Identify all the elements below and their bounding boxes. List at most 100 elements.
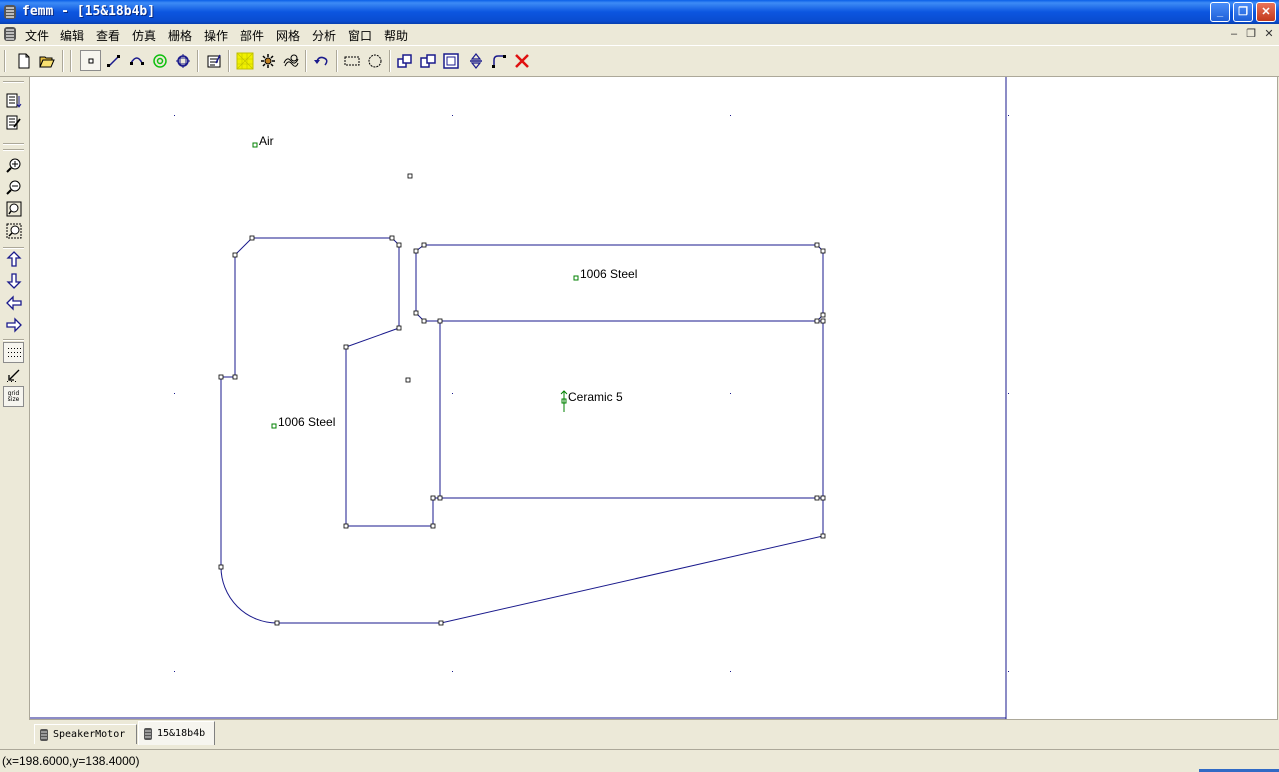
- run-analysis-button[interactable]: [257, 50, 278, 71]
- open-folder-button[interactable]: [36, 50, 57, 71]
- geometry-node[interactable]: [820, 533, 826, 539]
- arc-mode-button[interactable]: [126, 50, 147, 71]
- menu-grid[interactable]: 栅格: [168, 29, 193, 43]
- geometry-node[interactable]: [232, 252, 238, 258]
- menu-properties[interactable]: 部件: [240, 29, 265, 43]
- geometry-node[interactable]: [820, 312, 826, 318]
- geometry-node[interactable]: [405, 377, 411, 383]
- move-button[interactable]: [465, 50, 486, 71]
- geometry-node[interactable]: [274, 620, 280, 626]
- title-bar[interactable]: femm - [15&18b4b] _ ❐ ✕: [0, 0, 1279, 24]
- geometry-node[interactable]: [396, 242, 402, 248]
- geometry-node[interactable]: [218, 564, 224, 570]
- geometry-node[interactable]: [430, 495, 436, 501]
- minimize-button[interactable]: _: [1210, 2, 1230, 22]
- outer-outline-segment[interactable]: [220, 376, 824, 624]
- select-circle-button[interactable]: [364, 50, 385, 71]
- geometry-node[interactable]: [430, 523, 436, 529]
- zoom-out-button[interactable]: [3, 176, 24, 197]
- node-mode-button[interactable]: [80, 50, 101, 71]
- block-label-marker[interactable]: [271, 423, 277, 429]
- scale-button[interactable]: [440, 50, 461, 71]
- block-label-marker[interactable]: [573, 275, 579, 281]
- grid-size-button[interactable]: grid size: [3, 386, 24, 407]
- tab-speakermotor[interactable]: SpeakerMotor: [34, 724, 137, 744]
- geometry-node[interactable]: [814, 318, 820, 324]
- document-system-icon[interactable]: [3, 26, 17, 42]
- select-rectangle-button[interactable]: [341, 50, 362, 71]
- geometry-node[interactable]: [389, 235, 395, 241]
- geometry-node[interactable]: [814, 495, 820, 501]
- menu-view[interactable]: 查看: [96, 29, 121, 43]
- grid-dot: [730, 671, 731, 672]
- zoom-natural-button[interactable]: [3, 198, 24, 219]
- show-grid-button[interactable]: [3, 342, 24, 363]
- pan-right-button[interactable]: [3, 314, 24, 335]
- geometry-node[interactable]: [421, 318, 427, 324]
- geometry-node[interactable]: [232, 374, 238, 380]
- menu-operation[interactable]: 操作: [204, 29, 229, 43]
- pan-left-button[interactable]: [3, 292, 24, 313]
- tab-15-18b4b[interactable]: 15&18b4b: [138, 721, 215, 745]
- snap-grid-button[interactable]: [3, 364, 24, 385]
- menu-analysis[interactable]: 分析: [312, 29, 337, 43]
- menu-file[interactable]: 文件: [25, 29, 50, 43]
- geometry-node[interactable]: [413, 310, 419, 316]
- geometry-node[interactable]: [396, 325, 402, 331]
- pan-up-button[interactable]: [3, 248, 24, 269]
- arc-segment-icon: [129, 56, 144, 65]
- geometry-node[interactable]: [343, 344, 349, 350]
- geometry-node[interactable]: [218, 374, 224, 380]
- sort-list-button[interactable]: [3, 90, 24, 111]
- mirror-button[interactable]: [417, 50, 438, 71]
- geometry-node[interactable]: [249, 235, 255, 241]
- zoom-in-button[interactable]: [3, 154, 24, 175]
- menu-edit[interactable]: 编辑: [60, 29, 85, 43]
- pan-down-button[interactable]: [3, 270, 24, 291]
- geometry-node[interactable]: [820, 495, 826, 501]
- window-title: femm - [15&18b4b]: [22, 4, 156, 19]
- mdi-restore-button[interactable]: ❐: [1246, 28, 1256, 40]
- group-mode-button[interactable]: [172, 50, 193, 71]
- geometry-node[interactable]: [438, 620, 444, 626]
- menu-problem[interactable]: 仿真: [132, 29, 157, 43]
- geometry-node[interactable]: [820, 318, 826, 324]
- mdi-minimize-button[interactable]: –: [1230, 28, 1238, 40]
- geometry-node[interactable]: [413, 248, 419, 254]
- menu-help[interactable]: 帮助: [384, 29, 409, 43]
- block-label-marker[interactable]: [252, 142, 258, 148]
- geometry-node[interactable]: [343, 523, 349, 529]
- geometry-node[interactable]: [437, 495, 443, 501]
- close-button[interactable]: ✕: [1256, 2, 1276, 22]
- block-label-mode-button[interactable]: [149, 50, 170, 71]
- delete-button[interactable]: [511, 50, 532, 71]
- segments: [220, 237, 824, 624]
- undo-icon: [313, 56, 327, 65]
- geometry-node[interactable]: [820, 248, 826, 254]
- geometry-node[interactable]: [437, 318, 443, 324]
- mesh-button[interactable]: [234, 50, 255, 71]
- mdi-close-button[interactable]: ✕: [1264, 28, 1274, 40]
- top-plate-segment[interactable]: [415, 244, 824, 322]
- maximize-button[interactable]: ❐: [1233, 2, 1253, 22]
- menu-mesh[interactable]: 网格: [276, 29, 301, 43]
- geometry-node[interactable]: [407, 173, 413, 179]
- properties-button[interactable]: [203, 50, 224, 71]
- zoom-window-button[interactable]: [3, 220, 24, 241]
- geometry-node[interactable]: [421, 242, 427, 248]
- geometry-node[interactable]: [814, 242, 820, 248]
- copy-button[interactable]: [394, 50, 415, 71]
- new-document-icon: [18, 53, 29, 68]
- steel-outline-segment[interactable]: [221, 237, 440, 527]
- fillet-button[interactable]: [488, 50, 509, 71]
- magnet-segment[interactable]: [439, 320, 824, 499]
- femm-document-icon: [144, 727, 152, 740]
- new-document-button[interactable]: [13, 50, 34, 71]
- menu-window[interactable]: 窗口: [348, 29, 373, 43]
- undo-button[interactable]: [310, 50, 331, 71]
- edit-list-button[interactable]: [3, 112, 24, 133]
- segment-mode-button[interactable]: [103, 50, 124, 71]
- view-results-button[interactable]: [280, 50, 301, 71]
